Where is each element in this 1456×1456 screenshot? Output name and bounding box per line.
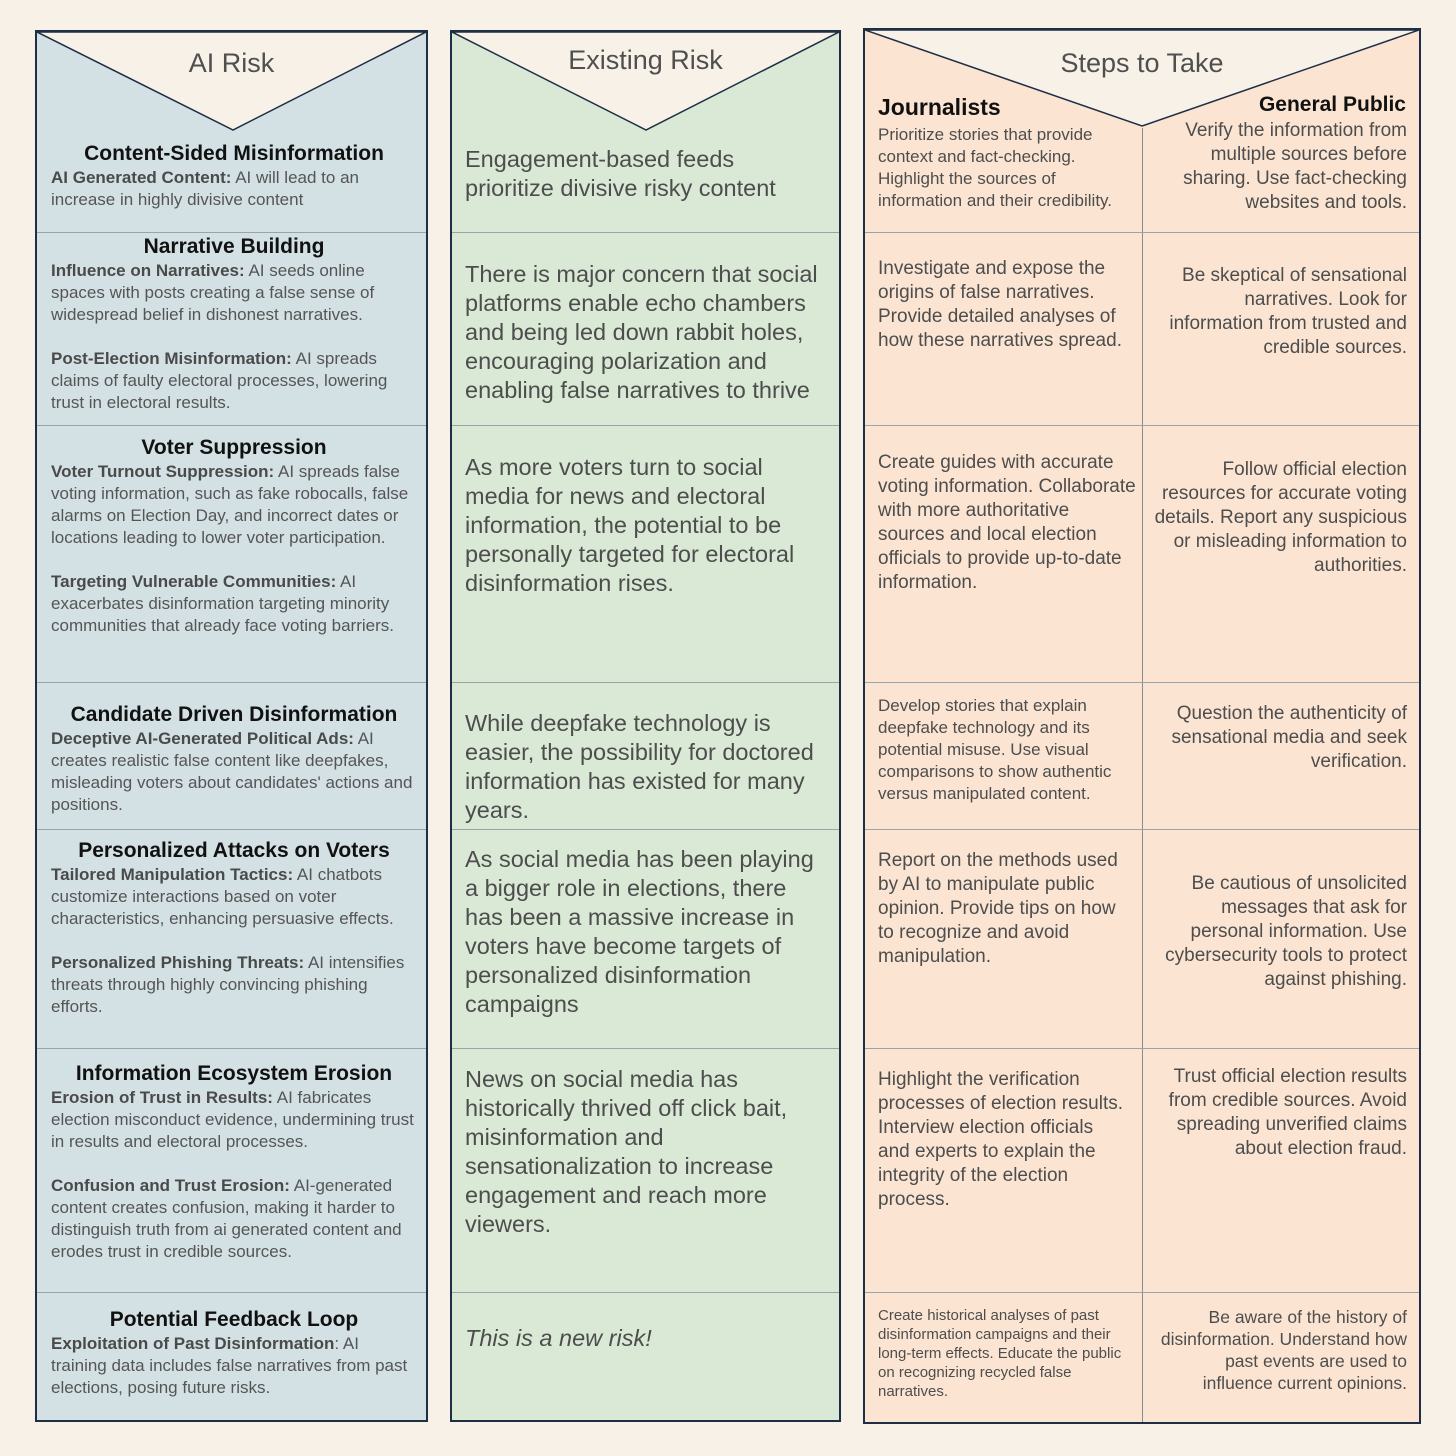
row-divider: [37, 1048, 426, 1049]
risk-detail: Influence on Narratives: AI seeds online…: [51, 261, 375, 324]
row-divider: [865, 1048, 1419, 1049]
risk-detail: Erosion of Trust in Results: AI fabricat…: [51, 1088, 414, 1151]
row-divider: [37, 1292, 426, 1293]
risk-title: Information Ecosystem Erosion: [75, 1062, 393, 1085]
existing-risk-text: As more voters turn to social media for …: [465, 454, 795, 596]
journalists-step: Create guides with accurate voting infor…: [878, 452, 1136, 593]
ai-risk-cell-6: Information Ecosystem Erosion Erosion of…: [51, 1062, 417, 1263]
risk-title: Voter Suppression: [141, 436, 327, 459]
row-divider: [37, 682, 426, 683]
existing-risk-text: This is a new risk!: [465, 1325, 652, 1351]
risk-detail: Post-Election Misinformation: AI spreads…: [51, 349, 388, 412]
existing-risk-header-banner: [452, 32, 839, 131]
row-divider: [865, 425, 1419, 426]
row-divider: [37, 829, 426, 830]
risk-title: Narrative Building: [143, 235, 325, 258]
journalists-heading: Journalists: [878, 94, 1001, 120]
column-divider: [1142, 128, 1143, 1422]
public-step: Be cautious of unsolicited messages that…: [1165, 873, 1407, 990]
existing-risk-heading: Existing Risk: [568, 45, 723, 75]
existing-risk-text: There is major concern that social platf…: [465, 261, 818, 403]
journalists-step: Prioritize stories that provide context …: [878, 125, 1113, 210]
existing-risk-text: As social media has been playing a bigge…: [465, 846, 814, 1017]
public-step: Be skeptical of sensational narratives. …: [1169, 265, 1407, 358]
steps-heading: Steps to Take: [1060, 48, 1224, 78]
ai-risk-header-banner: [37, 32, 426, 131]
existing-risk-text: News on social media has historically th…: [465, 1066, 788, 1237]
journalists-step: Develop stories that explain deepfake te…: [878, 696, 1112, 803]
risk-title: Candidate Driven Disinformation: [70, 703, 398, 726]
row-divider: [37, 425, 426, 426]
general-public-heading: General Public: [1258, 93, 1406, 116]
journalists-step: Create historical analyses of past disin…: [878, 1307, 1122, 1400]
row-divider: [865, 829, 1419, 830]
ai-risk-cell-7: Potential Feedback Loop Exploitation of …: [51, 1308, 417, 1399]
risk-detail: AI Generated Content: AI will lead to an…: [51, 168, 359, 209]
ai-risk-cell-1: Content-Sided Misinformation AI Generate…: [51, 142, 417, 211]
ai-risk-cell-5: Personalized Attacks on Voters Tailored …: [51, 839, 417, 1018]
public-step: Follow official election resources for a…: [1154, 459, 1407, 576]
risk-detail: Personalized Phishing Threats: AI intens…: [51, 953, 405, 1016]
risk-title: Content-Sided Misinformation: [84, 142, 384, 165]
row-divider: [452, 425, 839, 426]
public-step: Verify the information from multiple sou…: [1183, 120, 1407, 213]
ai-risk-cell-2: Narrative Building Influence on Narrativ…: [51, 235, 417, 414]
journalists-step: Report on the methods used by AI to mani…: [878, 850, 1118, 967]
risk-detail: Voter Turnout Suppression: AI spreads fa…: [51, 462, 409, 547]
risk-title: Potential Feedback Loop: [109, 1308, 359, 1331]
risk-detail: Exploitation of Past Disinformation: AI …: [51, 1334, 408, 1397]
ai-risk-cell-3: Voter Suppression Voter Turnout Suppress…: [51, 436, 417, 637]
risk-detail: Tailored Manipulation Tactics: AI chatbo…: [51, 865, 394, 928]
ai-risk-heading: AI Risk: [188, 48, 275, 78]
public-step: Be aware of the history of disinformatio…: [1160, 1307, 1407, 1393]
row-divider: [452, 682, 839, 683]
public-step: Trust official election results from cre…: [1168, 1066, 1407, 1159]
risk-detail: Confusion and Trust Erosion: AI-generate…: [51, 1176, 402, 1261]
risk-title: Personalized Attacks on Voters: [78, 839, 390, 862]
ai-risk-cell-4: Candidate Driven Disinformation Deceptiv…: [51, 703, 417, 816]
risk-detail: Targeting Vulnerable Communities: AI exa…: [51, 572, 394, 635]
steps-header-banner: [865, 30, 1419, 127]
row-divider: [452, 1048, 839, 1049]
journalists-step: Investigate and expose the origins of fa…: [878, 258, 1122, 351]
row-divider: [452, 232, 839, 233]
row-divider: [865, 232, 1419, 233]
risk-detail: Deceptive AI-Generated Political Ads: AI…: [51, 729, 413, 814]
ai-risk-column: AI Risk Content-Sided Misinformation AI …: [35, 30, 428, 1422]
existing-risk-text: While deepfake technology is easier, the…: [465, 710, 814, 823]
public-step: Question the authenticity of sensational…: [1171, 703, 1407, 772]
row-divider: [452, 1292, 839, 1293]
row-divider: [865, 1292, 1419, 1293]
row-divider: [37, 232, 426, 233]
steps-column: Steps to Take Journalists General Public…: [863, 28, 1421, 1424]
row-divider: [865, 682, 1419, 683]
existing-risk-column: Existing Risk Engagement-based feeds pri…: [450, 30, 841, 1422]
row-divider: [452, 829, 839, 830]
existing-risk-text: Engagement-based feeds prioritize divisi…: [465, 146, 776, 201]
journalists-step: Highlight the verification processes of …: [878, 1069, 1124, 1210]
